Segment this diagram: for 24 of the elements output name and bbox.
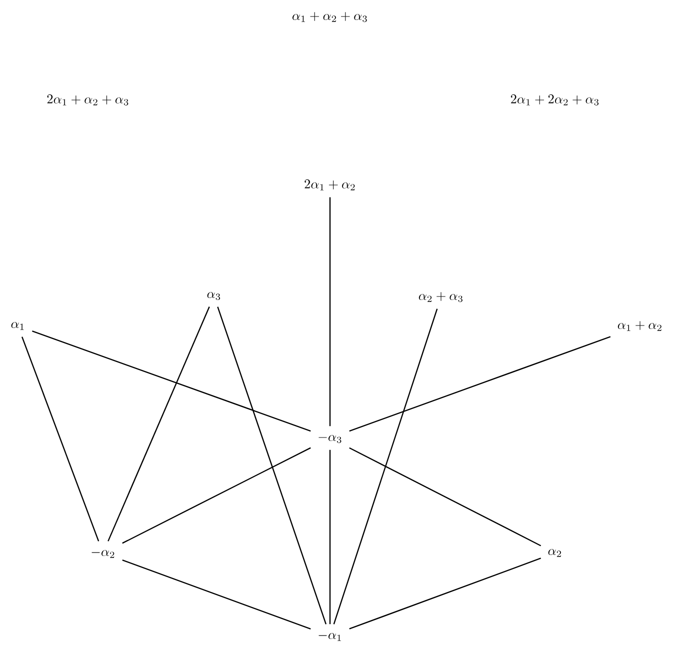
connector-line xyxy=(122,560,311,630)
connector-line xyxy=(21,336,100,542)
connector-line xyxy=(122,447,311,544)
connector-line xyxy=(108,306,210,542)
root-label: $2\alpha_1 + 2\alpha_2 + \alpha_3$ xyxy=(510,94,599,106)
root-label: $-\alpha_2$ xyxy=(92,550,114,558)
root-label: $\alpha_1 + \alpha_2$ xyxy=(618,321,662,331)
root-label: $-\alpha_3$ xyxy=(318,435,342,444)
root-label: $2\alpha_1 + \alpha_2$ xyxy=(304,179,355,190)
connector-line xyxy=(349,447,542,546)
root-label: $\alpha_1 + \alpha_2 + \alpha_3$ xyxy=(292,12,367,22)
root-label: $2\alpha_1 + \alpha_2 + \alpha_3$ xyxy=(47,94,128,106)
connector-line xyxy=(217,306,327,624)
connector-line xyxy=(329,197,331,426)
root-label: $-\alpha_1$ xyxy=(318,633,341,641)
root-label: $\alpha_1$ xyxy=(11,322,24,330)
connector-line xyxy=(349,336,611,432)
root-label: $\alpha_2$ xyxy=(548,548,561,557)
connector-line xyxy=(349,558,542,630)
connector-line xyxy=(333,308,438,624)
root-label: $\alpha_2 + \alpha_3$ xyxy=(418,292,462,302)
connector-line xyxy=(32,330,311,432)
root-label: $\alpha_3$ xyxy=(207,292,220,300)
connector-line xyxy=(329,450,331,624)
